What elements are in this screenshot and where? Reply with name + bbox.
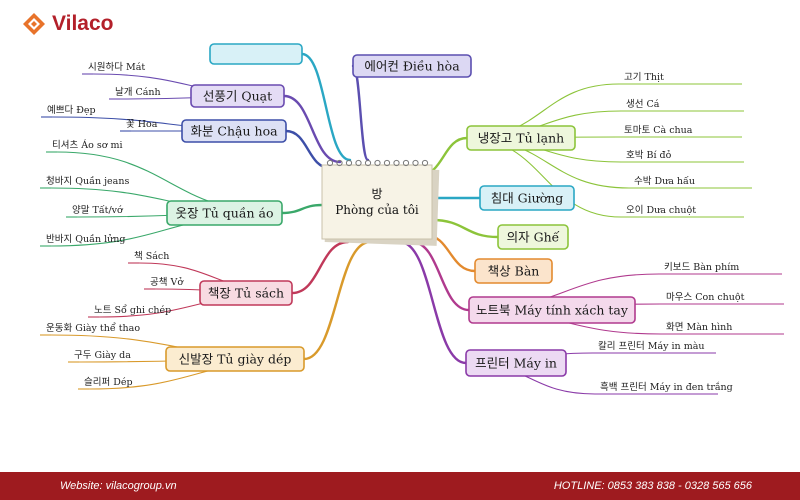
branch-box bbox=[166, 200, 283, 226]
branch-link-may-tinh bbox=[410, 240, 471, 312]
branch-label: 에어컨 Điều hòa bbox=[364, 59, 460, 74]
leaf-label: 티셔츠 Áo sơ mi bbox=[52, 139, 123, 151]
center-title: 방 bbox=[371, 187, 382, 201]
branch-box bbox=[474, 258, 553, 284]
branch-link-tu-quan-ao bbox=[280, 203, 324, 215]
branch-node-ban: 책상 Bàn bbox=[474, 258, 553, 284]
branch-node-dieu-hoa: 에어컨 Điều hòa bbox=[352, 54, 472, 78]
leaf-label: 토마토 Cà chua bbox=[624, 125, 693, 136]
ring bbox=[355, 159, 362, 167]
branch-node-tu-giay-dep: 신발장 Tủ giày dép bbox=[165, 346, 305, 372]
leaf-label: 청바지 Quần jeans bbox=[46, 176, 129, 187]
spiral-rings bbox=[326, 159, 429, 167]
vilaco-logo: Vilaco bbox=[22, 12, 113, 36]
leaf-label: 구두 Giày da bbox=[74, 350, 131, 361]
leaf-label: 꽃 Hoa bbox=[126, 119, 158, 130]
branch-label: 침대 Giường bbox=[491, 191, 564, 206]
leaf-label: 시원하다 Mát bbox=[88, 61, 145, 73]
branch-nodes: 에어컨 Điều hòa 선풍기 Quạt 화분 Chậu hoa 옷장 Tủ quầ… bbox=[165, 43, 636, 377]
leaf-label: 마우스 Con chuột bbox=[666, 292, 745, 303]
branch-link-may-in bbox=[398, 240, 468, 365]
branch-node-giuong: 침대 Giường bbox=[479, 185, 575, 211]
branch-node-cut-top-left bbox=[209, 43, 303, 65]
branch-box bbox=[497, 224, 569, 250]
branch-box bbox=[181, 119, 287, 143]
branch-link-cut-top-left bbox=[300, 52, 352, 162]
leaf-label: 생선 Cá bbox=[626, 99, 660, 110]
branch-node-tu-lanh: 냉장고 Tủ lạnh bbox=[466, 125, 576, 151]
ring bbox=[336, 159, 343, 167]
branch-link-chau-hoa bbox=[284, 129, 332, 170]
leaf-label: 오이 Dưa chuột bbox=[626, 205, 696, 216]
center-subtitle: Phòng của tôi bbox=[335, 203, 419, 217]
branch-box bbox=[479, 185, 575, 211]
branch-label: 옷장 Tủ quần áo bbox=[175, 206, 273, 221]
ring bbox=[393, 159, 400, 167]
branch-link-quat bbox=[282, 94, 342, 164]
leaf-label: 예쁘다 Đẹp bbox=[47, 105, 96, 116]
branch-label: 책상 Bàn bbox=[488, 264, 540, 279]
branch-box bbox=[352, 54, 472, 78]
branch-label: 노트북 Máy tính xách tay bbox=[476, 303, 629, 318]
ring bbox=[364, 159, 372, 167]
branch-link-tu-giay-dep bbox=[302, 240, 372, 361]
ring bbox=[326, 159, 334, 167]
branch-label: 책장 Tủ sách bbox=[208, 286, 284, 301]
branch-node-quat: 선풍기 Quạt bbox=[190, 84, 285, 108]
footer-bar: Website: vilacogroup.vn HOTLINE: 0853 38… bbox=[0, 472, 800, 500]
vilaco-diamond-icon bbox=[23, 13, 45, 35]
leaf-label: 반바지 Quần lửng bbox=[46, 234, 125, 245]
branch-node-may-tinh: 노트북 Máy tính xách tay bbox=[468, 296, 636, 324]
leaf-label: 수박 Dưa hấu bbox=[634, 176, 695, 187]
branch-node-tu-sach: 책장 Tủ sách bbox=[199, 280, 293, 306]
branch-box bbox=[466, 125, 576, 151]
leaf-label: 고기 Thịt bbox=[624, 72, 664, 83]
note-paper bbox=[321, 164, 433, 240]
branch-box bbox=[190, 84, 285, 108]
brand-name: Vilaco bbox=[52, 12, 114, 35]
leaf-label: 책 Sách bbox=[134, 251, 169, 262]
branch-node-chau-hoa: 화분 Chậu hoa bbox=[181, 119, 287, 143]
branch-node-may-in: 프린터 Máy in bbox=[465, 349, 567, 377]
leaf-label: 공책 Vở bbox=[150, 277, 184, 288]
center-note: 방 Phòng của tôi bbox=[321, 159, 440, 246]
branch-box bbox=[199, 280, 293, 306]
leaf-label: 흑백 프린터 Máy in đen trắng bbox=[600, 381, 733, 393]
branch-label: 신발장 Tủ giày dép bbox=[179, 352, 292, 367]
leaf-label: 슬리퍼 Dép bbox=[84, 377, 133, 388]
ring bbox=[421, 159, 429, 167]
branch-label: 화분 Chậu hoa bbox=[190, 124, 278, 139]
leaf-label: 키보드 Bàn phím bbox=[664, 262, 739, 273]
branch-box bbox=[209, 43, 303, 65]
leaf-label: 화면 Màn hình bbox=[666, 322, 732, 333]
branch-box bbox=[165, 346, 305, 372]
branch-node-tu-quan-ao: 옷장 Tủ quần áo bbox=[166, 200, 283, 226]
leaf-label: 노트 Sổ ghi chép bbox=[94, 304, 171, 316]
footer-website: Website: vilacogroup.vn bbox=[60, 480, 177, 492]
ring bbox=[374, 159, 381, 167]
branch-label: 의자 Ghế bbox=[507, 230, 560, 245]
branch-label: 프린터 Máy in bbox=[475, 356, 557, 371]
leaf-label: 날개 Cánh bbox=[115, 87, 161, 98]
leaf-label: 호박 Bí đỏ bbox=[626, 150, 672, 161]
branch-link-tu-sach bbox=[290, 240, 350, 295]
branch-node-ghe: 의자 Ghế bbox=[497, 224, 569, 250]
branch-link-ghe bbox=[430, 218, 500, 239]
branch-label: 냉장고 Tủ lạnh bbox=[478, 131, 564, 146]
branch-label: 선풍기 Quạt bbox=[203, 89, 272, 104]
ring bbox=[383, 159, 391, 167]
ring bbox=[402, 159, 410, 167]
ring bbox=[345, 159, 353, 167]
branch-box bbox=[468, 296, 636, 324]
leaf-label: 칼리 프린터 Máy in màu bbox=[598, 341, 705, 352]
leaf-label: 양말 Tất/vớ bbox=[72, 204, 124, 216]
branch-box bbox=[465, 349, 567, 377]
ring bbox=[412, 159, 419, 167]
branch-link-dieu-hoa bbox=[351, 64, 370, 162]
leaf-label: 운동화 Giày thể thao bbox=[46, 322, 140, 334]
footer-hotline: HOTLINE: 0853 383 838 - 0328 565 656 bbox=[553, 480, 752, 492]
